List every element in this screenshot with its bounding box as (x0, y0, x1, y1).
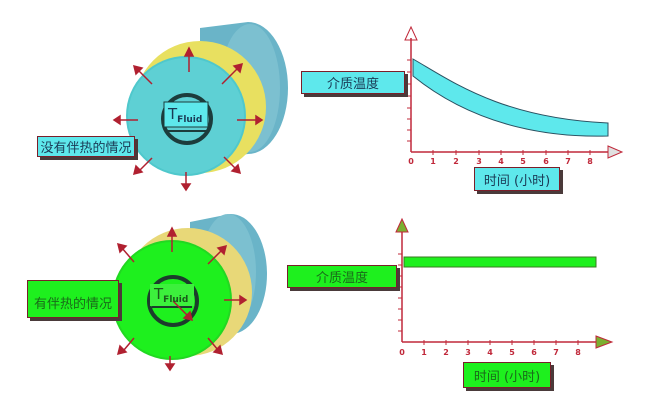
scenario-text: 有伴热的情况 (34, 297, 113, 312)
heat-loss-arrows (112, 46, 264, 192)
x-tick: 0 (399, 348, 405, 357)
scenario-text: 没有伴热的情况 (40, 141, 132, 156)
x-tick: 8 (587, 157, 593, 166)
x-tick: 1 (421, 348, 427, 357)
scenario-label-without-tracing: 没有伴热的情况 (37, 136, 135, 157)
x-axis-label-top: 时间 (小时) (474, 167, 560, 191)
x-label-text: 时间 (小时) (483, 173, 551, 189)
fluid-subscript: Fluid (163, 295, 189, 305)
x-axis-label-bottom: 时间 (小时) (463, 362, 551, 388)
x-tick: 4 (487, 348, 493, 357)
y-label-text: 介质温度 (315, 271, 368, 286)
scenario-label-with-tracing: 有伴热的情况 (27, 280, 119, 318)
t-symbol: T (168, 105, 178, 123)
fluid-subscript: Fluid (177, 115, 203, 125)
temperature-constant-band (403, 256, 597, 268)
x-tick: 7 (553, 348, 559, 357)
chart-axes-top (404, 25, 624, 159)
fluid-temperature-label: TFluid (168, 105, 202, 125)
x-tick: 6 (531, 348, 537, 357)
x-tick: 0 (408, 157, 414, 166)
x-tick: 3 (465, 348, 471, 357)
x-tick: 7 (565, 157, 571, 166)
fluid-temperature-label-green: TFluid (154, 285, 188, 305)
y-axis-label-top: 介质温度 (301, 71, 405, 94)
x-tick: 4 (498, 157, 504, 166)
x-tick: 2 (453, 157, 459, 166)
x-tick: 5 (520, 157, 526, 166)
temperature-decay-band (412, 58, 609, 137)
x-tick: 5 (509, 348, 515, 357)
x-label-text: 时间 (小时) (473, 369, 541, 385)
x-tick: 6 (543, 157, 549, 166)
x-tick: 8 (575, 348, 581, 357)
chart-axes-bottom (395, 217, 614, 349)
x-tick: 1 (430, 157, 436, 166)
x-tick: 3 (476, 157, 482, 166)
y-label-text: 介质温度 (326, 77, 379, 92)
t-symbol: T (154, 285, 164, 303)
y-axis-label-bottom: 介质温度 (287, 265, 397, 288)
x-tick: 2 (443, 348, 449, 357)
